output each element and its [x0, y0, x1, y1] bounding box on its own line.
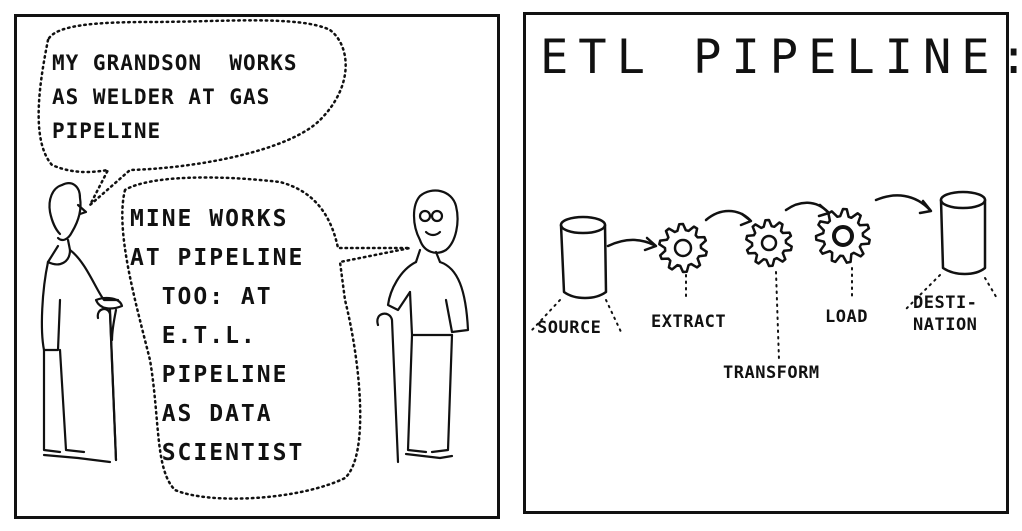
walking-cane-left	[96, 308, 118, 462]
arrow-icon-transform-to-load	[784, 201, 831, 218]
database-cylinder-icon-source	[559, 215, 608, 300]
speech-bubble-2-outline	[121, 176, 412, 500]
database-cylinder-icon-destination	[939, 190, 987, 276]
label-transform: TRANSFORM	[723, 363, 820, 383]
label-source: SOURCE	[537, 318, 602, 338]
label-load: LOAD	[825, 307, 868, 327]
old-man-right-figure	[386, 189, 470, 460]
walking-cane-right	[376, 312, 400, 464]
left-comic-panel	[14, 14, 500, 519]
arrow-icon-load-to-destination	[874, 194, 933, 215]
gear-icon-load	[814, 207, 871, 264]
arrow-icon-extract-to-transform	[704, 209, 753, 227]
label-extract: EXTRACT	[651, 312, 727, 332]
speech-bubble-1-text: MY GRANDSON WORKS AS WELDER AT GAS PIPEL…	[52, 51, 298, 143]
etl-pipeline-title: ETL PIPELINE:	[540, 30, 1022, 85]
speech-bubble-2-text: MINE WORKS AT PIPELINE TOO: AT E.T.L. PI…	[130, 206, 305, 466]
gear-icon-transform	[745, 218, 793, 268]
arrow-icon-source-to-extract	[606, 236, 658, 252]
right-comic-panel	[523, 12, 1009, 514]
label-destination: DESTI- NATION	[913, 293, 978, 335]
speech-bubble-1-outline	[37, 19, 347, 207]
gear-icon-extract	[658, 222, 708, 274]
label-leader-lines	[531, 267, 999, 361]
